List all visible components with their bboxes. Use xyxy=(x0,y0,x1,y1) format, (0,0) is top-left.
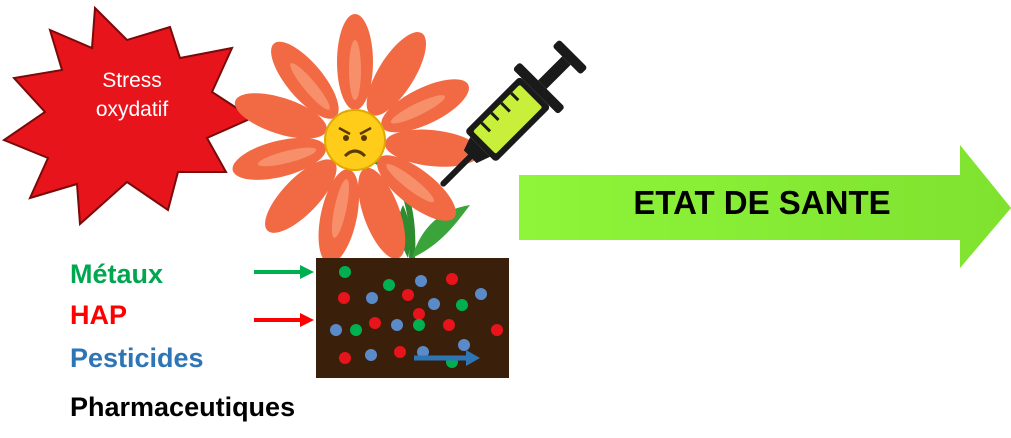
sad-flower-icon xyxy=(232,14,481,264)
soil-particles xyxy=(330,266,503,368)
etat-de-sante-label: ETAT DE SANTE xyxy=(633,184,891,221)
particle xyxy=(413,319,425,331)
particle xyxy=(491,324,503,336)
syringe-icon xyxy=(440,40,587,187)
particle xyxy=(428,298,440,310)
particle xyxy=(366,292,378,304)
stress-label-line1: Stress xyxy=(102,69,162,92)
particle xyxy=(415,275,427,287)
stress-label-line2: oxydatif xyxy=(95,98,169,121)
flower-face xyxy=(324,109,386,171)
particle xyxy=(339,266,351,278)
particle xyxy=(383,279,395,291)
pollutant-label-hap: HAP xyxy=(70,300,128,330)
particle xyxy=(413,308,425,320)
particle xyxy=(394,346,406,358)
particle xyxy=(443,319,455,331)
particle xyxy=(456,299,468,311)
particle xyxy=(339,352,351,364)
particle xyxy=(369,317,381,329)
particle xyxy=(446,273,458,285)
particle xyxy=(475,288,487,300)
metaux-arrow xyxy=(254,265,314,279)
stress-label: Stress oxydatif xyxy=(62,66,202,124)
particle xyxy=(417,346,429,358)
particle xyxy=(365,349,377,361)
particle xyxy=(350,324,362,336)
particle xyxy=(391,319,403,331)
hap-arrow xyxy=(254,313,314,327)
particle xyxy=(330,324,342,336)
stress-burst-shape xyxy=(1,5,255,227)
pesticide-flow-arrow xyxy=(414,350,480,366)
pollutant-label-metaux: Métaux xyxy=(70,259,164,289)
particle xyxy=(338,292,350,304)
particle xyxy=(458,339,470,351)
pollutant-label-pharmaceutiques: Pharmaceutiques xyxy=(70,392,296,422)
particle xyxy=(402,289,414,301)
pollutant-label-pesticides: Pesticides xyxy=(70,343,204,373)
